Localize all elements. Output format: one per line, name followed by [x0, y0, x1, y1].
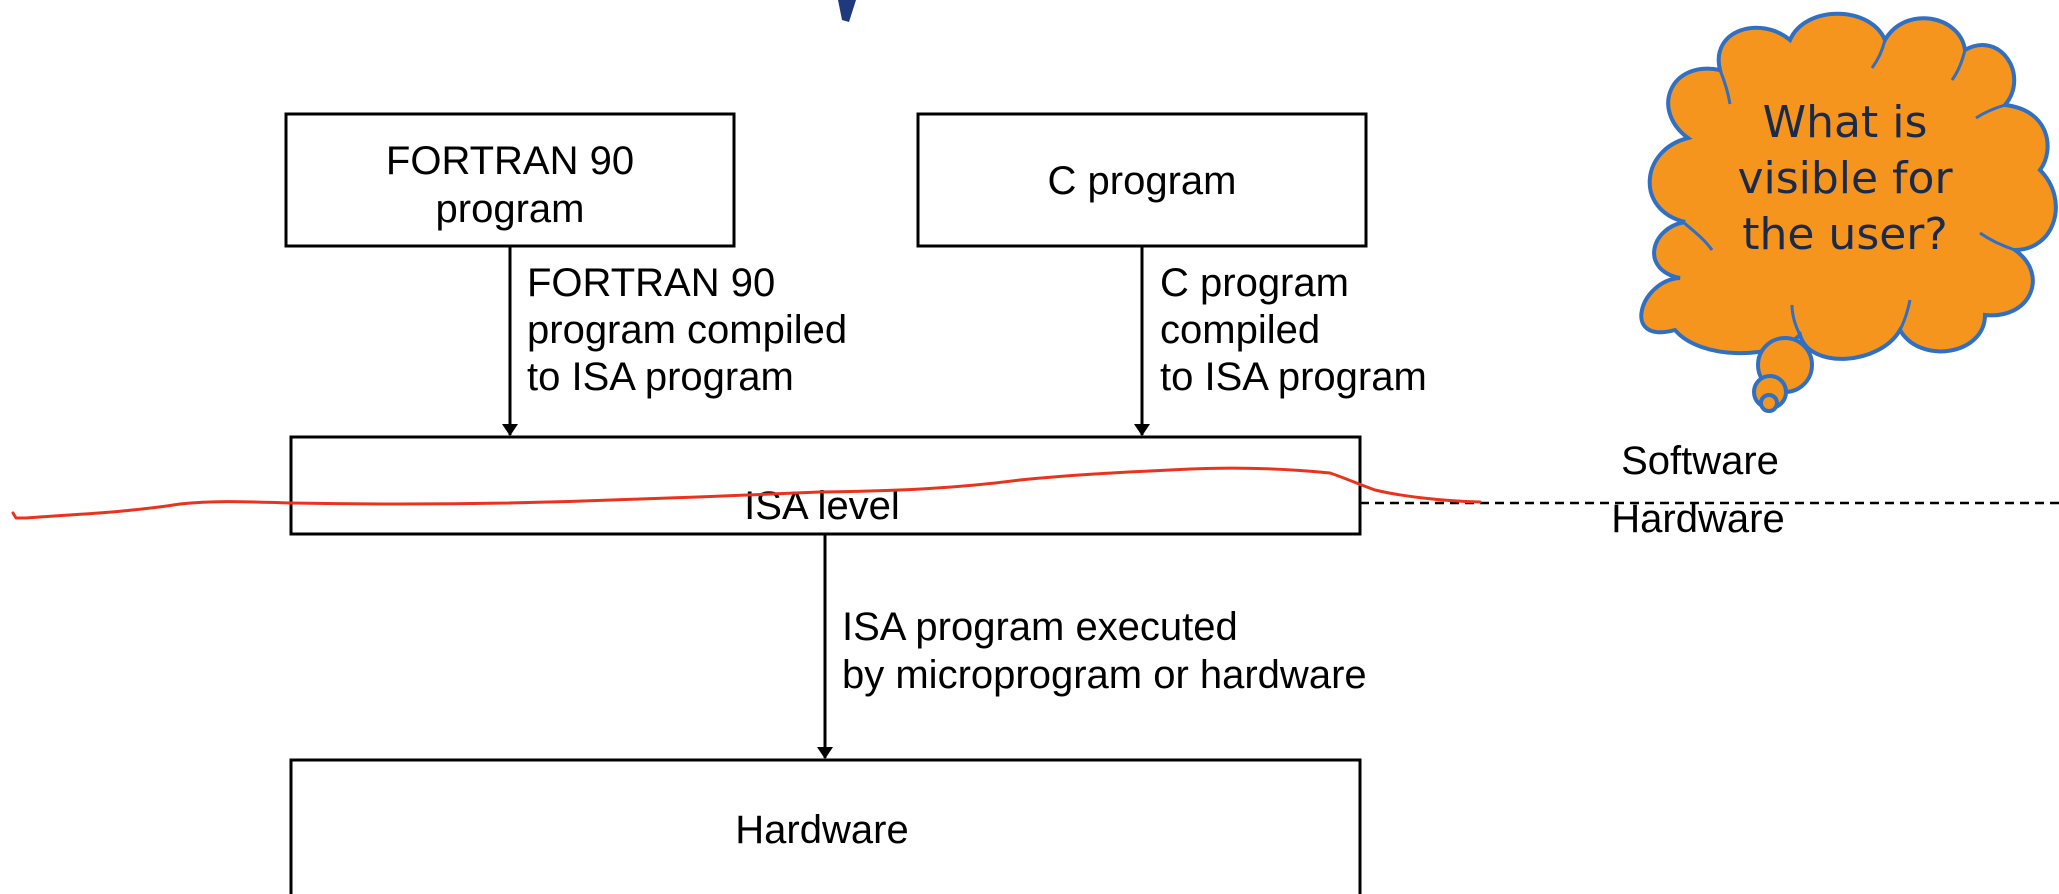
fortran-box-label-line1: FORTRAN 90 — [386, 139, 634, 183]
c-compile-label-line2: compiled — [1160, 308, 1320, 352]
fortran-compile-label-line2: program compiled — [527, 308, 847, 352]
hardware-layer-label: Hardware — [1611, 497, 1784, 541]
thought-text-line3: the user? — [1742, 209, 1948, 260]
fortran-box-label-line2: program — [436, 187, 585, 231]
hardware-box-label: Hardware — [735, 808, 908, 852]
fortran-compile-label-line3: to ISA program — [527, 355, 794, 399]
isa-level-box: ISA level — [289, 435, 1362, 536]
thought-bubble: What is visible for the user? — [1639, 11, 2058, 413]
fortran-compile-label-line1: FORTRAN 90 — [527, 261, 775, 305]
fortran-compile-label: FORTRAN 90 program compiled to ISA progr… — [527, 261, 847, 399]
c-box-label: C program — [1048, 159, 1237, 203]
fortran-program-box: FORTRAN 90 program — [284, 112, 736, 248]
isa-exec-label: ISA program executed by microprogram or … — [842, 605, 1367, 697]
thought-text-line2: visible for — [1737, 153, 1953, 204]
hardware-box: Hardware — [289, 758, 1362, 894]
software-layer-label: Software — [1621, 439, 1779, 483]
c-program-box: C program — [916, 112, 1368, 248]
c-compile-label: C program compiled to ISA program — [1160, 261, 1427, 399]
handdrawn-red-annotation-line — [11, 466, 1482, 520]
isa-exec-label-line2: by microprogram or hardware — [842, 653, 1367, 697]
thought-bubble-smallest — [1759, 393, 1779, 413]
thought-text-line1: What is — [1763, 97, 1928, 148]
thought-cloud-inner-arcs — [1682, 39, 2016, 336]
c-compile-label-line1: C program — [1160, 261, 1349, 305]
c-compile-label-line3: to ISA program — [1160, 355, 1427, 399]
cropped-title-fragment — [838, 0, 856, 22]
isa-exec-label-line1: ISA program executed — [842, 605, 1238, 649]
